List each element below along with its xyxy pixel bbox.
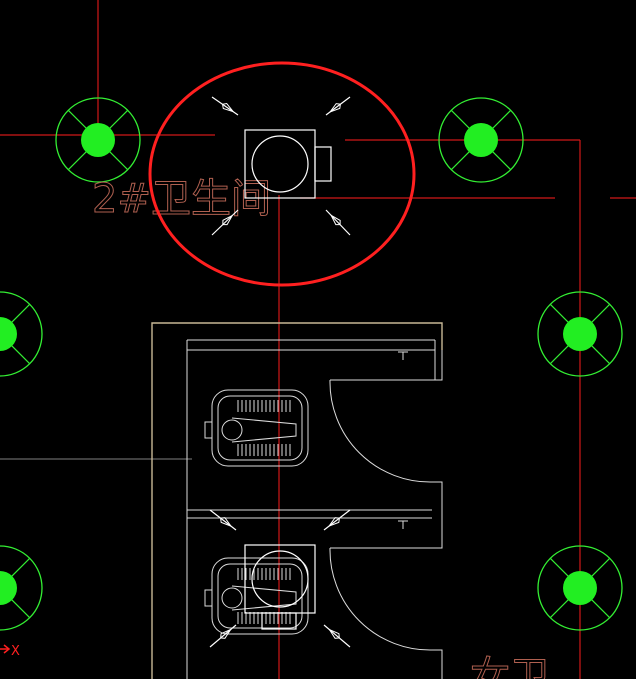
column-marker <box>0 545 43 631</box>
column-core <box>563 317 597 351</box>
exhaust-fan-1-rotor <box>251 135 309 193</box>
door-jamb-2 <box>432 481 443 549</box>
airflow-arrow <box>325 96 351 116</box>
column-marker <box>55 97 141 183</box>
arrow-shaft <box>211 209 239 236</box>
squat-toilet-2-pan <box>231 585 297 611</box>
column-core <box>0 317 17 351</box>
squat-toilet-1-treads <box>237 400 291 456</box>
column-markers <box>0 97 623 631</box>
squat-toilet-1-inner <box>217 395 303 461</box>
room-label: 2#卫生间 <box>92 176 271 222</box>
door-jamb-1 <box>434 340 443 381</box>
airflow-arrow <box>209 624 237 648</box>
column-ring <box>0 545 43 631</box>
airflow-arrow <box>323 624 351 648</box>
squat-toilet-2-pipe <box>204 589 213 607</box>
room-label-partial: 女卫 <box>470 654 550 679</box>
column-ring <box>438 97 524 183</box>
exhaust-fan-2 <box>244 544 316 630</box>
airflow-arrow <box>211 96 239 116</box>
exhaust-fan-2-rotor <box>251 550 309 608</box>
ucs-arrowhead <box>3 644 11 654</box>
column-ring <box>0 291 43 377</box>
column-ring <box>537 291 623 377</box>
arrow-head <box>327 517 340 528</box>
airflow-arrow <box>209 509 237 531</box>
ucs-x-label: X <box>11 644 20 659</box>
arrow-head <box>220 517 233 528</box>
highlight-ellipse[interactable] <box>148 61 416 287</box>
squat-toilet-1-pan <box>231 417 297 443</box>
partition-walls <box>151 322 443 679</box>
airflow-arrow <box>211 209 239 236</box>
door-jamb-3 <box>432 649 443 679</box>
column-marker <box>0 291 43 377</box>
arrow-head <box>220 628 232 639</box>
hook-2 <box>398 520 408 529</box>
column-marker <box>537 545 623 631</box>
column-cross-a <box>0 333 31 365</box>
airflow-arrow <box>325 209 351 236</box>
outer-wall <box>151 322 443 679</box>
squat-toilet-1 <box>204 389 309 467</box>
airflow-arrows <box>209 96 351 648</box>
exhaust-fan-1 <box>244 129 332 199</box>
squat-toilet-2 <box>204 557 309 635</box>
squat-toilet-1-pipe <box>204 421 213 439</box>
column-core <box>464 123 498 157</box>
door-swing-1 <box>329 379 433 483</box>
column-cross-b <box>0 557 31 589</box>
arrow-head <box>222 214 234 226</box>
arrow-head <box>329 214 341 226</box>
column-marker <box>438 97 524 183</box>
squat-toilet-2-treads <box>237 568 291 624</box>
door-swing-2 <box>329 547 433 651</box>
column-cross-a <box>0 587 31 619</box>
airflow-arrow <box>323 509 351 531</box>
column-marker <box>537 291 623 377</box>
exhaust-fan-1-outlet <box>314 146 332 182</box>
column-ring <box>537 545 623 631</box>
arrow-head <box>328 628 340 639</box>
column-core <box>81 123 115 157</box>
hook-1 <box>398 351 408 360</box>
column-ring <box>55 97 141 183</box>
column-core <box>563 571 597 605</box>
column-cross-b <box>0 303 31 335</box>
squat-toilet-2-drain <box>221 587 243 609</box>
squat-toilet-1-drain <box>221 419 243 441</box>
arrow-head <box>221 102 235 113</box>
column-core <box>0 571 17 605</box>
ucs-axis-icon: X <box>0 644 20 659</box>
arrow-head <box>328 103 341 114</box>
exhaust-fan-2-outlet <box>261 612 297 630</box>
